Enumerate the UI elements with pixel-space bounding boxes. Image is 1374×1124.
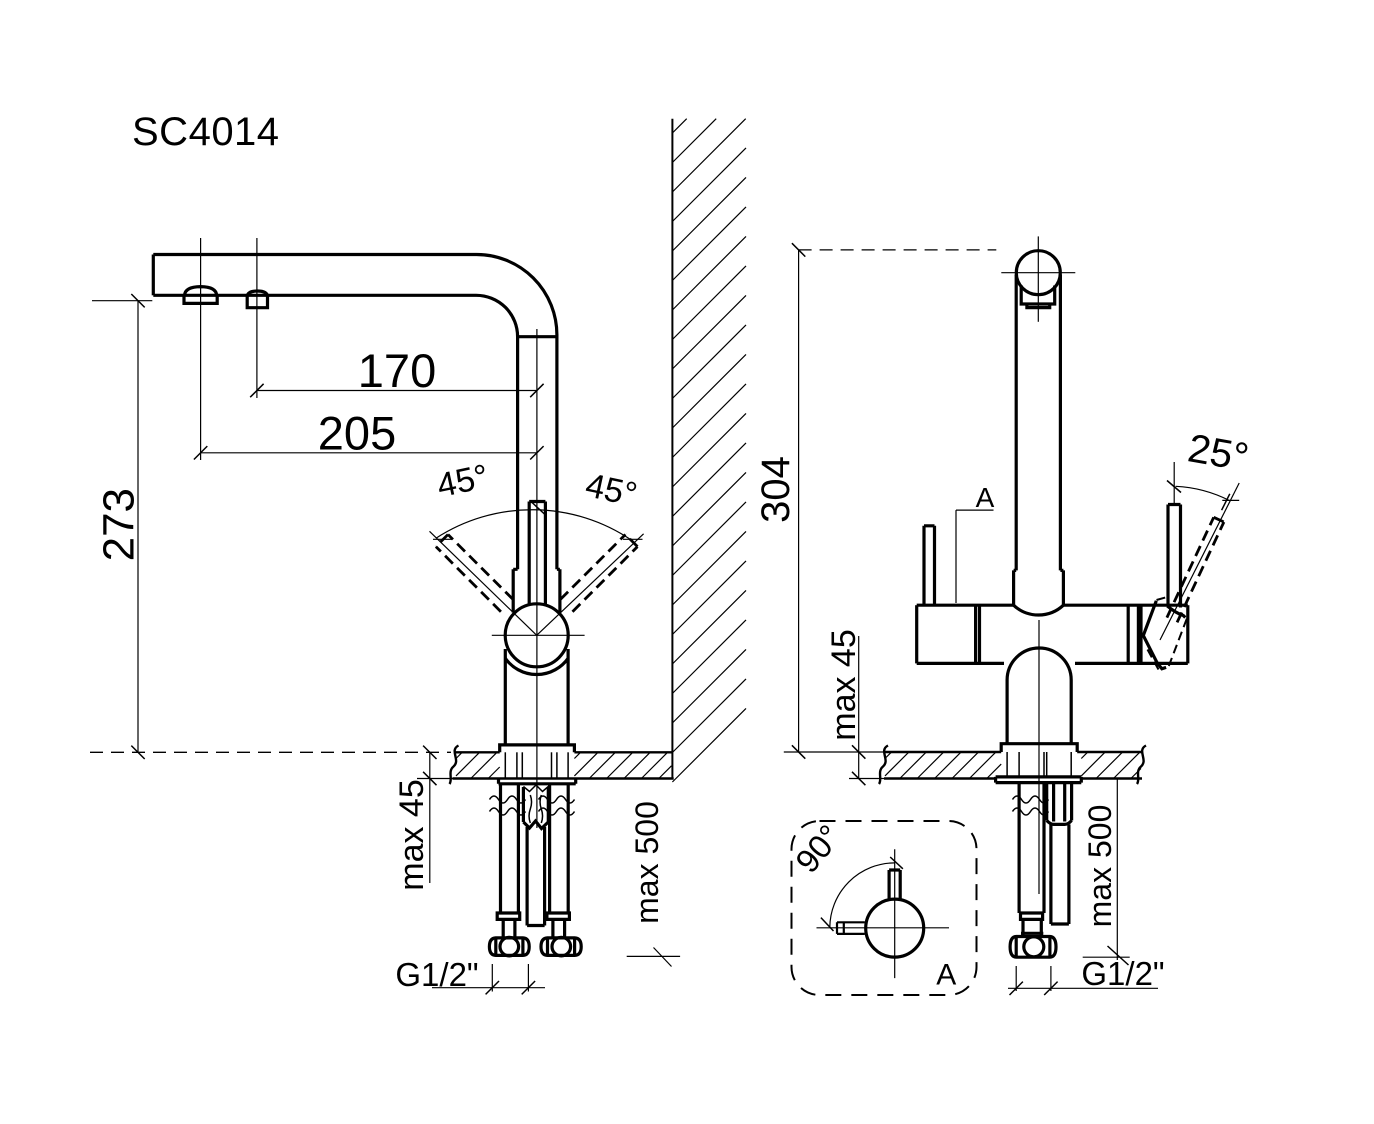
svg-text:max 45: max 45 [393, 779, 431, 891]
svg-text:max 500: max 500 [1082, 805, 1118, 928]
svg-text:SC4014: SC4014 [132, 110, 280, 154]
svg-text:304: 304 [754, 456, 798, 523]
svg-text:max 45: max 45 [825, 629, 863, 741]
svg-text:25°: 25° [1185, 426, 1252, 480]
svg-text:205: 205 [318, 407, 396, 460]
svg-text:G1/2": G1/2" [1081, 955, 1164, 992]
svg-text:273: 273 [95, 488, 144, 561]
svg-text:G1/2": G1/2" [395, 956, 478, 993]
svg-text:A: A [936, 959, 956, 992]
svg-text:170: 170 [358, 344, 436, 397]
svg-text:A: A [976, 482, 995, 513]
svg-text:max 500: max 500 [629, 801, 665, 924]
